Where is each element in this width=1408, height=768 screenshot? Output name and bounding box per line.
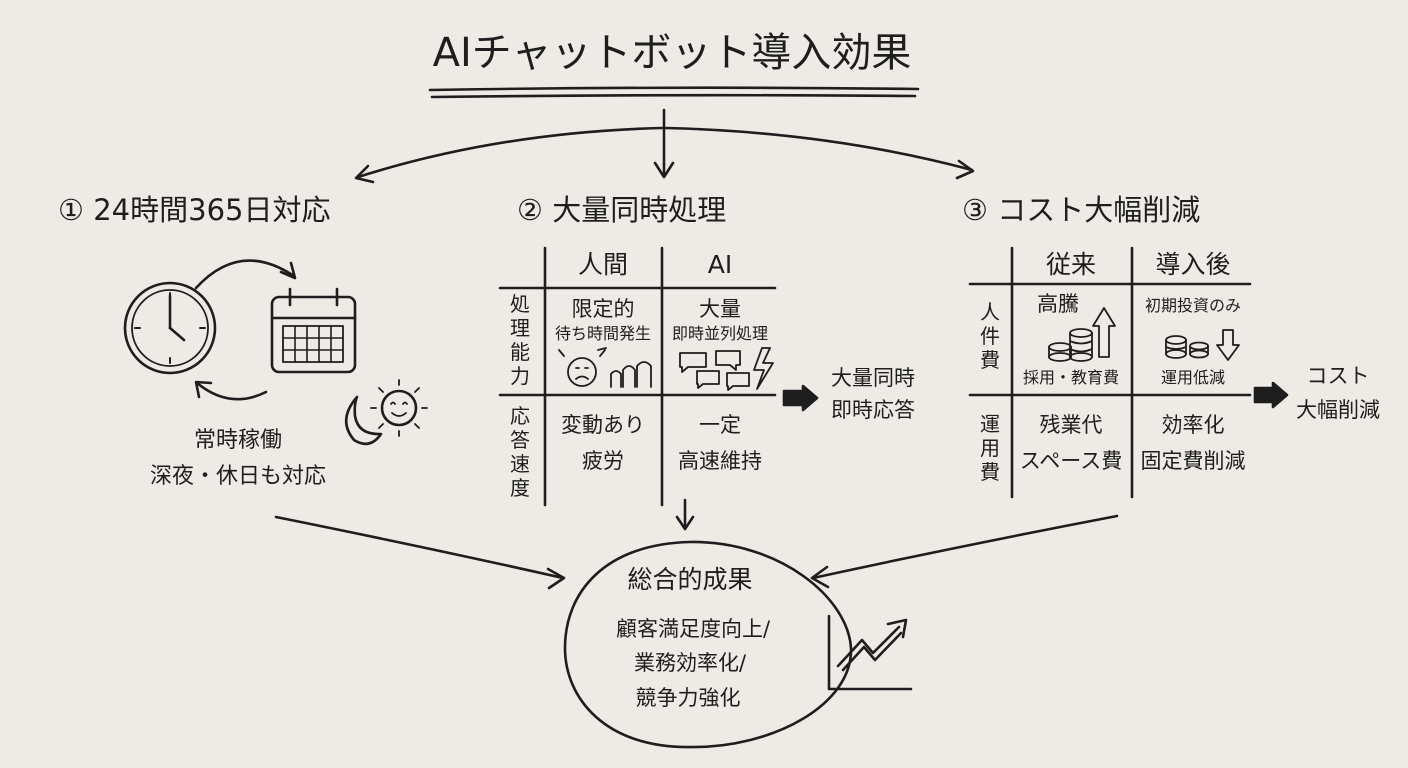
section3-r1-before-main: 高騰 — [1037, 292, 1079, 316]
section2-row1-label: 処理能力 — [510, 292, 530, 388]
arrow-to-section3-result — [1253, 381, 1289, 409]
section3-row1-label: 人件費 — [980, 300, 1000, 372]
table-grid-section2 — [498, 246, 777, 507]
section1-caption-line2: 深夜・休日も対応 — [149, 464, 327, 489]
coins-rising-icon — [1048, 307, 1116, 362]
section3-r1-after-sub: 運用低減 — [1160, 368, 1226, 387]
waiting-people-icon — [558, 347, 652, 388]
title-underline-2 — [430, 93, 917, 99]
arrow-title-to-section3 — [664, 126, 974, 172]
section2-r2-ai-line1: 一定 — [699, 413, 741, 437]
section1-caption-line1: 常時稼働 — [193, 428, 283, 453]
section2-result-line2: 即時応答 — [831, 398, 915, 422]
section3-row2-label: 運用費 — [980, 412, 1000, 484]
section1-heading: ① 24時間365日対応 — [58, 193, 331, 227]
section2-r2-human-line2: 疲労 — [582, 449, 624, 473]
cycle-arrows-icon — [194, 259, 297, 401]
section2-col-human: 人間 — [577, 250, 629, 279]
growth-chart-icon — [827, 614, 913, 691]
chat-bubbles-icon — [679, 347, 774, 391]
section2-r1-ai-sub: 即時並列処理 — [671, 324, 769, 343]
outcome-line2: 業務効率化/ — [633, 651, 747, 675]
calendar-icon — [270, 287, 357, 374]
section3-heading: ③ コスト大幅削減 — [962, 193, 1201, 227]
section3-r2-before-line1: 残業代 — [1039, 413, 1103, 437]
section2-r1-human-main: 限定的 — [571, 297, 635, 321]
title-underline — [428, 86, 920, 92]
section2-col-ai: AI — [707, 250, 733, 279]
arrow-section3-to-outcome — [811, 514, 1119, 580]
section3-r1-after-main: 初期投資のみ — [1144, 296, 1242, 315]
outcome-heading: 総合的成果 — [627, 565, 753, 594]
moon-icon — [344, 395, 383, 446]
section2-heading: ② 大量同時処理 — [517, 193, 727, 227]
sun-icon — [370, 379, 428, 437]
arrow-title-to-section1 — [356, 126, 664, 179]
section3-r1-before-sub: 採用・教育費 — [1022, 368, 1120, 387]
section3-result-line2: 大幅削減 — [1296, 398, 1380, 422]
section3-col-after: 導入後 — [1155, 250, 1231, 279]
section3-r2-before-line2: スペース費 — [1019, 449, 1123, 473]
section2-r1-human-sub: 待ち時間発生 — [554, 324, 652, 343]
coins-falling-icon — [1165, 329, 1240, 361]
section3-r2-after-line2: 固定費削減 — [1140, 449, 1246, 473]
section2-r2-ai-line2: 高速維持 — [678, 449, 762, 473]
section2-r1-ai-main: 大量 — [699, 297, 741, 321]
clock-icon — [123, 281, 217, 375]
arrow-to-section2-result — [782, 384, 819, 412]
section2-row2-label: 応答速度 — [510, 404, 530, 500]
outcome-line3: 競争力強化 — [635, 686, 741, 710]
section3-col-before: 従来 — [1045, 250, 1097, 279]
outcome-line1: 顧客満足度向上/ — [615, 617, 771, 641]
table-grid-section3 — [968, 246, 1252, 499]
page-title: AIチャットボット導入効果 — [432, 30, 912, 76]
arrow-section1-to-outcome — [274, 515, 565, 580]
section3-result-line1: コスト — [1306, 364, 1370, 388]
section2-result-line1: 大量同時 — [831, 366, 915, 390]
section2-r2-human-line1: 変動あり — [561, 413, 645, 437]
section3-r2-after-line1: 効率化 — [1161, 413, 1225, 437]
outcome-circle — [563, 540, 853, 749]
